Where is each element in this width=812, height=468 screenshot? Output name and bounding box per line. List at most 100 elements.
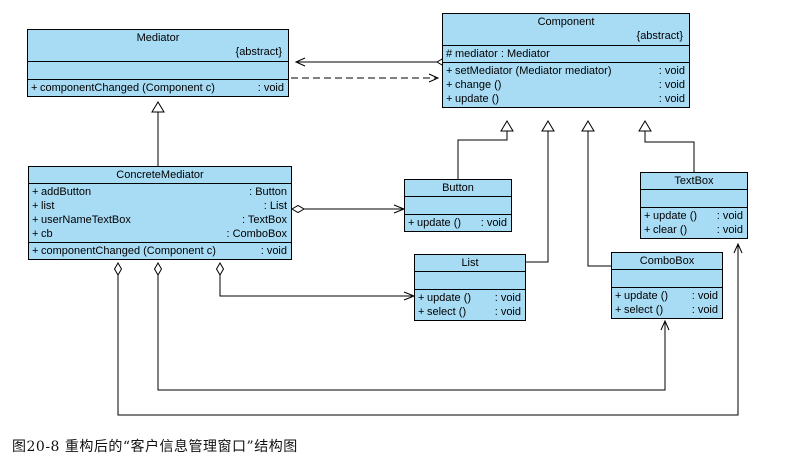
operation-signature: select () xyxy=(624,304,664,316)
attribute-type: : TextBox xyxy=(241,214,287,226)
empty-attributes xyxy=(641,191,747,206)
class-stereotype-mediator: {abstract} xyxy=(235,46,282,58)
attribute-type xyxy=(681,47,685,61)
relation-list-extends-component xyxy=(526,120,555,263)
operation-row: + change () : void xyxy=(443,78,689,92)
operation-row: + setMediator (Mediator mediator) : void xyxy=(443,64,689,78)
attribute-type: : ComboBox xyxy=(226,228,287,240)
operation-row: + update () : void xyxy=(443,92,689,106)
visibility-marker: + xyxy=(408,217,415,229)
operation-row: + clear () : void xyxy=(641,223,747,237)
operation-signature: update () xyxy=(624,290,669,302)
operation-signature: clear () xyxy=(653,224,688,236)
figure-caption: 图20-8 重构后的“客户信息管理窗口”结构图 xyxy=(12,439,298,455)
visibility-marker: + xyxy=(644,224,651,236)
attributes-compartment-textbox xyxy=(641,189,747,207)
relation-concretemediator-aggregates-list xyxy=(215,262,416,301)
operation-return-type: : void xyxy=(716,224,743,236)
class-box-mediator[interactable]: Mediator {abstract} + componentChanged (… xyxy=(27,29,289,97)
visibility-marker: + xyxy=(418,306,425,318)
empty-attributes xyxy=(415,273,525,288)
class-stereotype-component: {abstract} xyxy=(636,30,683,42)
class-name-combobox: ComboBox xyxy=(639,255,695,267)
operation-return-type: : void xyxy=(691,304,718,316)
relation-component-aggregates-mediator xyxy=(294,57,450,67)
visibility-marker: + xyxy=(32,200,39,212)
operation-signature: componentChanged (Component c) xyxy=(41,245,216,257)
class-box-component[interactable]: Component {abstract} # mediator : Mediat… xyxy=(442,13,690,108)
class-name-mediator: Mediator xyxy=(136,32,180,44)
operation-row: + update () : void xyxy=(612,289,722,303)
empty-attributes xyxy=(28,63,288,78)
operation-return-type: : void xyxy=(260,245,287,257)
attributes-compartment-combobox xyxy=(612,269,722,287)
class-box-textbox[interactable]: TextBox + update () : void + clear () : … xyxy=(640,172,748,239)
operation-row: + update () : void xyxy=(415,291,525,305)
operation-return-type: : void xyxy=(494,292,521,304)
relation-mediator-depends-component xyxy=(291,73,440,83)
attribute-row: + cb : ComboBox xyxy=(29,227,291,241)
visibility-marker: # xyxy=(446,48,453,60)
operation-signature: change () xyxy=(455,79,502,91)
attribute-signature: list xyxy=(41,200,55,212)
empty-attributes xyxy=(612,271,722,286)
visibility-marker: + xyxy=(32,245,39,257)
attribute-signature: addButton xyxy=(41,186,92,198)
operation-row: + select () : void xyxy=(415,305,525,319)
operation-return-type: : void xyxy=(494,306,521,318)
operations-compartment-list: + update () : void + select () : void xyxy=(415,289,525,320)
attributes-compartment-concretemediator: + addButton : Button + list : List + use… xyxy=(29,183,291,242)
visibility-marker: + xyxy=(32,228,39,240)
operation-signature: update () xyxy=(417,217,462,229)
class-name-list: List xyxy=(461,257,479,269)
operation-signature: update () xyxy=(455,93,500,105)
relation-concretemediator-aggregates-button xyxy=(291,204,406,214)
operation-row: + componentChanged (Component c) : void xyxy=(29,244,291,258)
attributes-compartment-mediator xyxy=(28,61,288,79)
visibility-marker: + xyxy=(644,210,651,222)
attribute-row: + addButton : Button xyxy=(29,185,291,199)
visibility-marker: + xyxy=(31,82,38,94)
attribute-signature: mediator : Mediator xyxy=(455,48,550,60)
class-box-combobox[interactable]: ComboBox + update () : void + select () … xyxy=(611,252,723,319)
attribute-row: + list : List xyxy=(29,199,291,213)
attribute-type: : Button xyxy=(249,186,287,198)
attribute-signature: cb xyxy=(41,228,53,240)
operation-signature: update () xyxy=(427,292,472,304)
operation-row: + update () : void xyxy=(405,216,511,230)
operation-signature: update () xyxy=(653,210,698,222)
operation-return-type: : void xyxy=(658,65,685,77)
class-box-button[interactable]: Button + update () : void xyxy=(404,179,512,232)
operation-return-type: : void xyxy=(691,290,718,302)
attributes-compartment-component: # mediator : Mediator xyxy=(443,45,689,62)
operations-compartment-button: + update () : void xyxy=(405,214,511,231)
class-name-textbox: TextBox xyxy=(674,175,714,187)
operation-return-type: : void xyxy=(716,210,743,222)
class-box-concretemediator[interactable]: ConcreteMediator + addButton : Button + … xyxy=(28,166,292,260)
operations-compartment-mediator: + componentChanged (Component c) : void xyxy=(28,79,288,96)
visibility-marker: + xyxy=(446,93,453,105)
class-box-list[interactable]: List + update () : void + select () : vo… xyxy=(414,254,526,321)
operations-compartment-concretemediator: + componentChanged (Component c) : void xyxy=(29,242,291,259)
empty-attributes xyxy=(405,198,511,213)
operations-compartment-component: + setMediator (Mediator mediator) : void… xyxy=(443,62,689,107)
operation-return-type: : void xyxy=(480,217,507,229)
operation-return-type: : void xyxy=(658,93,685,105)
visibility-marker: + xyxy=(418,292,425,304)
operation-return-type: : void xyxy=(257,82,284,94)
attributes-compartment-button xyxy=(405,196,511,214)
attribute-row: # mediator : Mediator xyxy=(443,47,689,61)
visibility-marker: + xyxy=(32,214,39,226)
visibility-marker: + xyxy=(446,65,453,77)
visibility-marker: + xyxy=(615,290,622,302)
relation-combobox-extends-component xyxy=(581,120,611,267)
visibility-marker: + xyxy=(446,79,453,91)
attributes-compartment-list xyxy=(415,271,525,289)
relation-concretemediator-aggregates-combobox xyxy=(153,262,670,391)
operations-compartment-textbox: + update () : void + clear () : void xyxy=(641,207,747,238)
operation-row: + update () : void xyxy=(641,209,747,223)
operation-return-type: : void xyxy=(658,79,685,91)
attribute-type: : List xyxy=(263,200,287,212)
class-name-concretemediator: ConcreteMediator xyxy=(116,169,204,181)
